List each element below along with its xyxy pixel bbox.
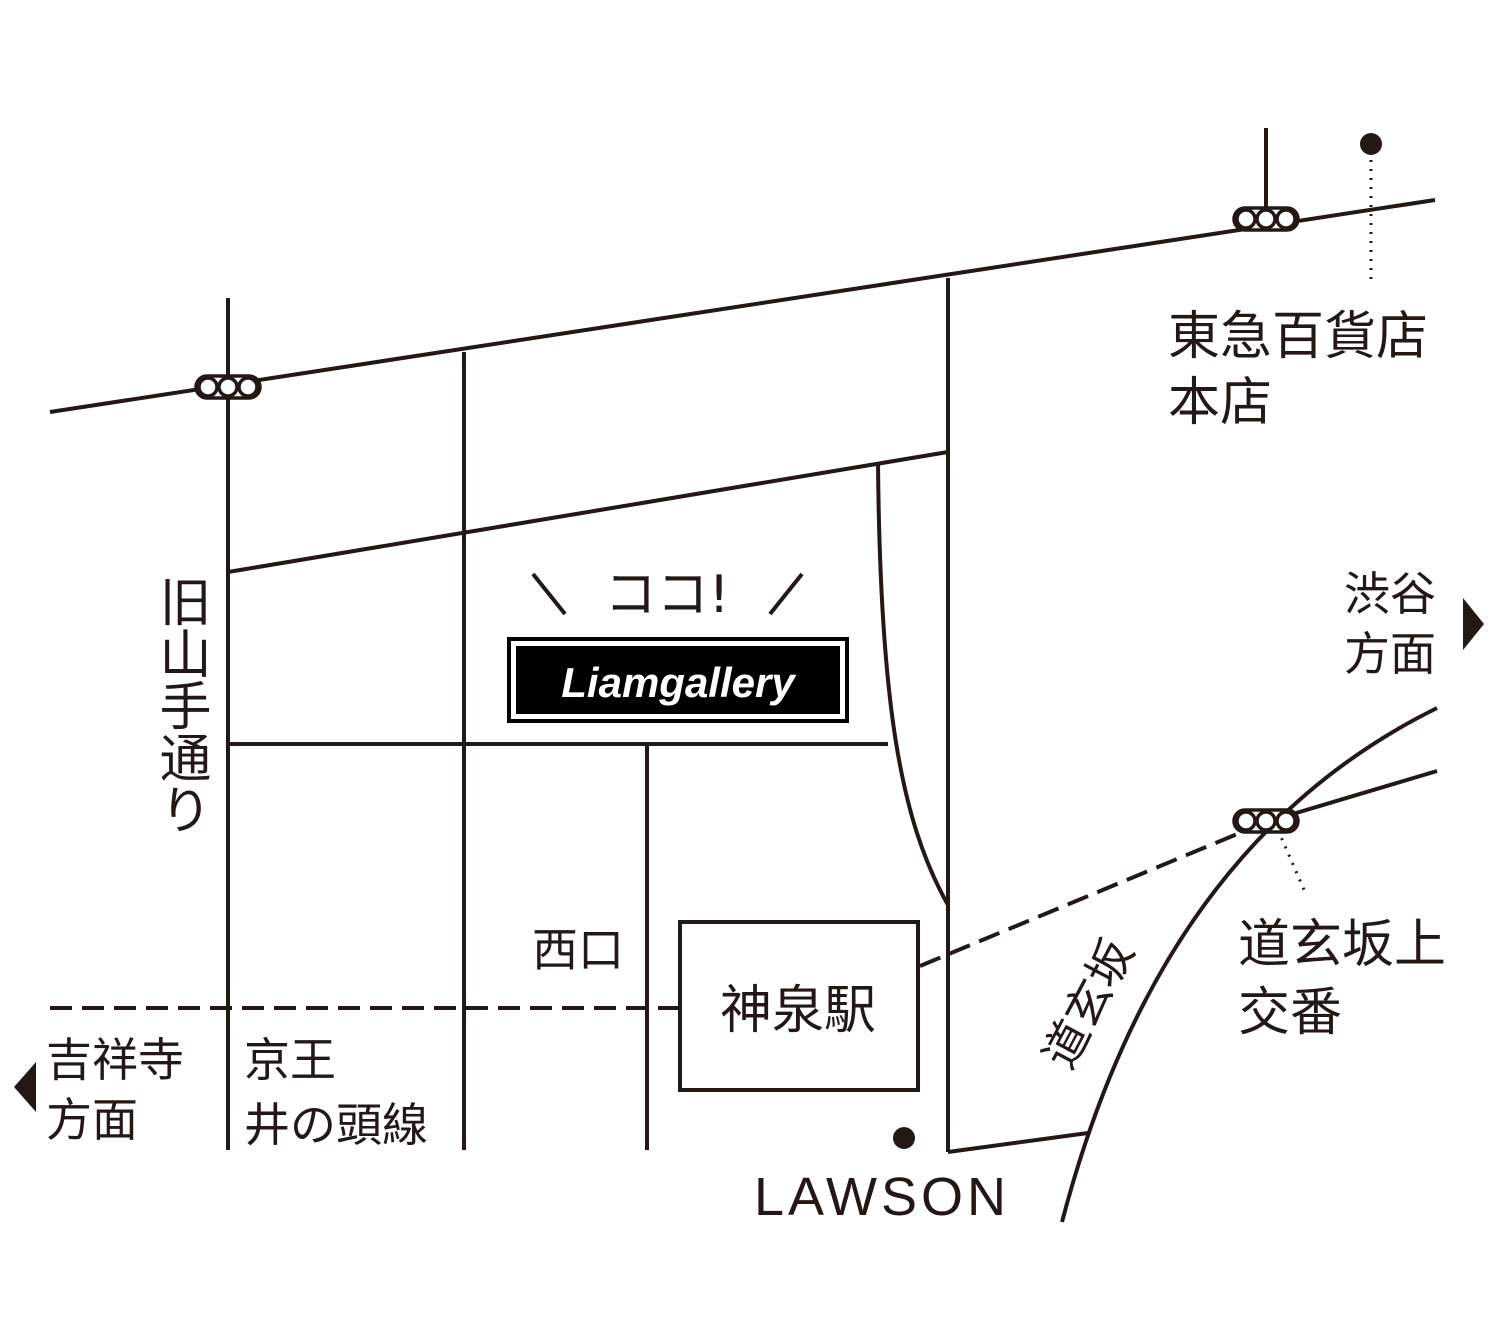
- tokyu-label-line2: 本店: [1168, 373, 1272, 433]
- shibuya-label-line2: 方面: [1344, 627, 1436, 681]
- shop-name: Liamgallery: [561, 659, 797, 706]
- kichijoji-label-line2: 方面: [46, 1093, 138, 1147]
- callout-stroke-right: [768, 572, 804, 616]
- kichijoji-label-line1: 吉祥寺: [46, 1033, 184, 1087]
- traffic-light-icon: [1232, 206, 1300, 232]
- landmark-dot-icon: [893, 1127, 915, 1149]
- dogenzaka-label: 道玄坂: [1032, 930, 1144, 1077]
- here-callout: ココ!: [531, 565, 804, 625]
- shop-badge: Liamgallery: [507, 637, 849, 723]
- tokyu-label-line1: 東急百貨店: [1168, 307, 1428, 367]
- main-road: [49, 198, 1436, 414]
- station-label: 神泉駅: [720, 981, 876, 1041]
- callout-stroke-left: [531, 572, 567, 616]
- traffic-light-icon: [194, 374, 262, 400]
- station-box: [678, 920, 920, 1092]
- keio-label-line2: 井の頭線: [244, 1098, 428, 1152]
- keio-label-line1: 京王: [244, 1033, 336, 1087]
- landmark-dot-icon: [1360, 133, 1382, 155]
- dogenzaka-road: [1060, 706, 1438, 1223]
- railway-keio-inokashira: [50, 820, 1267, 1010]
- nishiguchi-label: 西口: [532, 923, 624, 977]
- here-label: ココ!: [605, 565, 730, 625]
- arrow-left-icon: [14, 1062, 36, 1112]
- lawson-label: LAWSON: [754, 1167, 1010, 1227]
- arrow-right-icon: [1463, 598, 1484, 650]
- curved-lane: [876, 461, 950, 906]
- shibuya-label-line1: 渋谷: [1344, 567, 1436, 621]
- traffic-light-icon: [1232, 808, 1300, 834]
- koban-leader-line: [1276, 829, 1307, 893]
- koban-label-line2: 交番: [1238, 983, 1342, 1043]
- kyu-yamate-label: 旧山手通り: [150, 575, 210, 835]
- lawson-road: [947, 1131, 1089, 1154]
- diagonal-road: [227, 450, 949, 574]
- koban-label-line1: 道玄坂上: [1238, 915, 1446, 975]
